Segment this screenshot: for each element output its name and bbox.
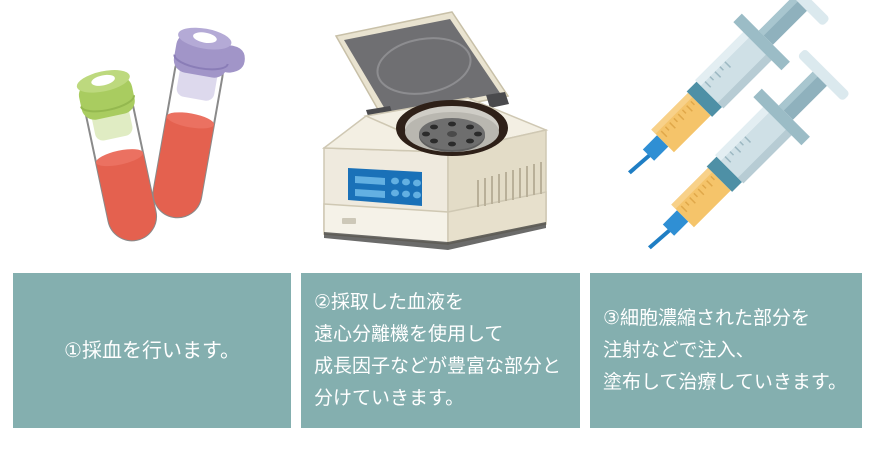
tube-right xyxy=(152,27,245,219)
step-3-line-3: 塗布して治療していきます。 xyxy=(603,371,847,393)
syringe-upper xyxy=(627,0,829,175)
step-panel-2: ②採取した血液を 遠心分離機を使用して 成長因子などが豊富な部分と 分けていきま… xyxy=(301,273,580,428)
step-3-line-2: 注射などで注入、 xyxy=(603,339,755,361)
centrifuge-rotor-bowl xyxy=(396,100,508,156)
centrifuge-lid xyxy=(334,11,510,122)
illustration-centrifuge-machine xyxy=(300,0,581,270)
centrifuge-vents xyxy=(477,162,542,207)
step-panel-3: ③細胞濃縮された部分を 注射などで注入、 塗布して治療していきます。 xyxy=(590,273,862,428)
illustration-row xyxy=(0,0,862,270)
step-2-line-2: 遠心分離機を使用して xyxy=(314,323,504,345)
step-2-line-1: ②採取した血液を xyxy=(314,291,465,313)
tube-left xyxy=(76,70,158,242)
syringe-barrel-graduations-lower xyxy=(724,136,752,163)
syringe-barrel-graduations-upper xyxy=(704,61,732,88)
step-3-caption: ③細胞濃縮された部分を 注射などで注入、 塗布して治療していきます。 xyxy=(590,273,862,428)
step-2-line-3: 成長因子などが豊富な部分と xyxy=(314,355,562,377)
step-2-caption: ②採取した血液を 遠心分離機を使用して 成長因子などが豊富な部分と 分けていきま… xyxy=(301,273,580,428)
centrifuge-control-panel[interactable] xyxy=(348,168,422,206)
syringe-graduations-lower xyxy=(680,175,715,213)
illustration-blood-collection-tubes xyxy=(0,0,292,270)
centrifuge-front-badge xyxy=(342,218,356,224)
control-buttons xyxy=(391,177,421,199)
step-panel-1: ①採血を行います。 xyxy=(13,273,291,428)
step-3-line-1: ③細胞濃縮された部分を xyxy=(603,307,811,329)
illustration-syringes xyxy=(590,0,862,270)
step-2-line-4: 分けていきます。 xyxy=(314,387,465,409)
syringe-lower xyxy=(647,50,849,250)
syringe-graduations-upper xyxy=(660,100,695,138)
rotor-holes xyxy=(422,121,482,147)
step-1-line-1: ①採血を行います。 xyxy=(64,339,240,362)
step-1-caption: ①採血を行います。 xyxy=(13,273,291,428)
